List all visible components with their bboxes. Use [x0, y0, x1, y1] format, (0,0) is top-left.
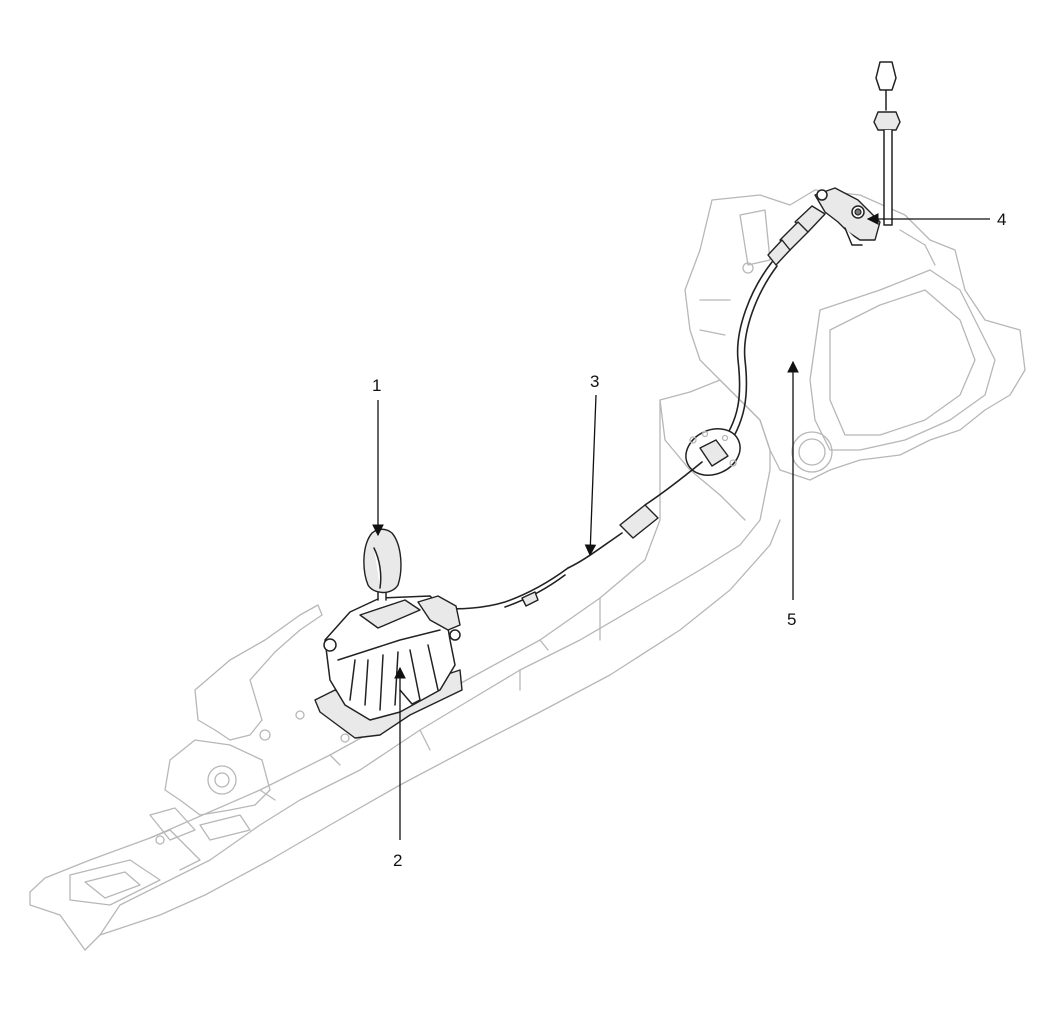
cable-bracket	[814, 187, 881, 246]
callout-2: 2	[393, 851, 402, 870]
callout-1: 1	[372, 376, 381, 395]
shift-lever-assembly	[314, 528, 463, 739]
callout-labels: 1 2 3 4 5	[372, 210, 1006, 870]
callout-3: 3	[590, 372, 599, 391]
leader-3	[584, 394, 597, 557]
floor-panel-outline	[29, 379, 781, 951]
callout-4: 4	[997, 210, 1006, 229]
dipstick	[873, 61, 901, 226]
callout-leaders	[372, 213, 990, 840]
callout-5: 5	[787, 610, 796, 629]
shift-cable	[439, 205, 826, 610]
parking-brake-outline	[149, 604, 350, 845]
